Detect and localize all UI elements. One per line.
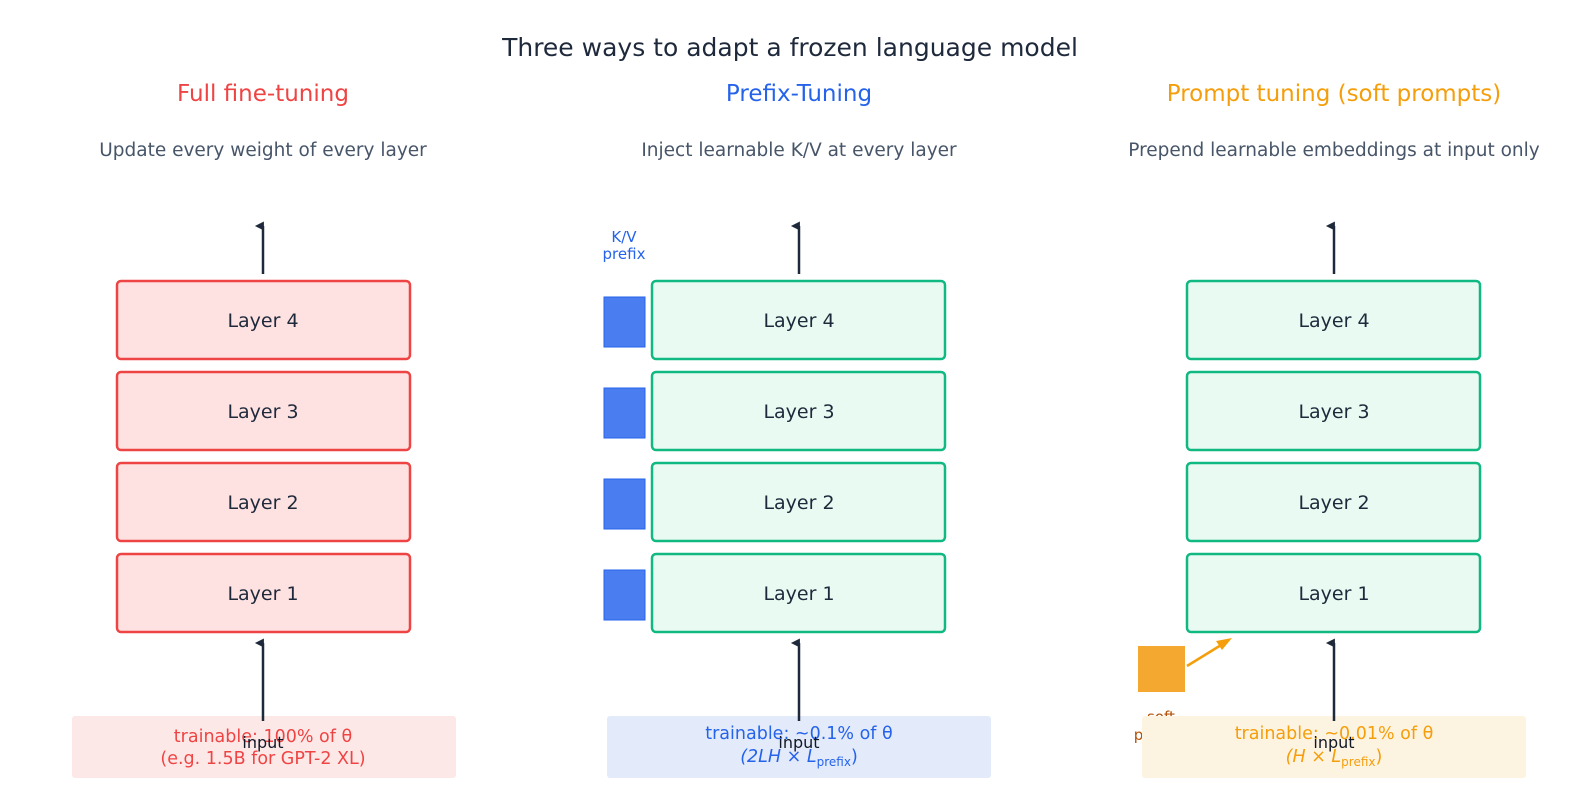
panel-title: Full fine-tuning xyxy=(177,81,349,107)
layer-label: Layer 2 xyxy=(1298,492,1369,514)
layer-label: Layer 1 xyxy=(227,583,298,605)
panel-subtitle: Prepend learnable embeddings at input on… xyxy=(1128,140,1539,161)
layer-box: Layer 2 xyxy=(650,461,947,543)
kv-prefix-block xyxy=(603,569,646,621)
stat-box xyxy=(1142,716,1526,778)
panel-full-fine-tuning: Full fine-tuning Update every weight of … xyxy=(72,81,456,778)
kv-prefix-block xyxy=(603,478,646,530)
kv-prefix-block xyxy=(603,387,646,439)
trainable-formula: (2LH × Lprefix) xyxy=(740,747,858,769)
layer-box: Layer 4 xyxy=(1185,279,1482,361)
layer-label: Layer 1 xyxy=(1298,583,1369,605)
layer-box: Layer 3 xyxy=(650,370,947,452)
layer-box: Layer 1 xyxy=(650,552,947,634)
kv-prefix-block xyxy=(603,296,646,348)
layer-box: Layer 2 xyxy=(1185,461,1482,543)
layer-label: Layer 3 xyxy=(763,401,834,423)
layer-box: Layer 1 xyxy=(1185,552,1482,634)
kv-prefix-label: prefix xyxy=(603,245,646,263)
soft-prompt-block xyxy=(1138,646,1185,692)
layer-label: Layer 4 xyxy=(1298,310,1369,332)
formula-main: (H × L xyxy=(1286,747,1342,767)
layer-box: Layer 1 xyxy=(115,552,412,634)
layer-label: Layer 4 xyxy=(763,310,834,332)
trainable-stat: trainable: ~0.1% of θ xyxy=(705,724,892,744)
layer-box: Layer 4 xyxy=(650,279,947,361)
formula-main: (2LH × L xyxy=(740,747,816,767)
layer-label: Layer 3 xyxy=(1298,401,1369,423)
layer-box: Layer 3 xyxy=(1185,370,1482,452)
trainable-stat: trainable: 100% of θ xyxy=(174,727,352,747)
layer-label: Layer 2 xyxy=(227,492,298,514)
layer-box: Layer 4 xyxy=(115,279,412,361)
stat-box xyxy=(607,716,991,778)
layer-label: Layer 4 xyxy=(227,310,298,332)
input-label: input xyxy=(778,733,819,752)
layer-label: Layer 1 xyxy=(763,583,834,605)
layer-label: Layer 3 xyxy=(227,401,298,423)
layer-box: Layer 2 xyxy=(115,461,412,543)
soft-prompt-arrowhead xyxy=(1216,638,1232,650)
panel-subtitle: Update every weight of every layer xyxy=(99,140,427,161)
panel-prompt-tuning: Prompt tuning (soft prompts) Prepend lea… xyxy=(1128,81,1540,778)
input-label: input xyxy=(1313,733,1354,752)
formula-end: ) xyxy=(1376,747,1383,767)
formula-end: ) xyxy=(851,747,858,767)
stat-box xyxy=(72,716,456,778)
layer-box: Layer 3 xyxy=(115,370,412,452)
trainable-formula: (H × Lprefix) xyxy=(1286,747,1383,769)
panel-title: Prefix-Tuning xyxy=(726,81,872,107)
input-label: input xyxy=(242,733,283,752)
diagram-title: Three ways to adapt a frozen language mo… xyxy=(501,33,1078,62)
panel-prefix-tuning: Prefix-Tuning Inject learnable K/V at ev… xyxy=(603,81,991,778)
formula-subscript: prefix xyxy=(1341,755,1375,769)
kv-prefix-label: K/V xyxy=(611,228,637,246)
layer-label: Layer 2 xyxy=(763,492,834,514)
trainable-stat: trainable: ~0.01% of θ xyxy=(1235,724,1434,744)
formula-subscript: prefix xyxy=(817,755,851,769)
panel-title: Prompt tuning (soft prompts) xyxy=(1167,81,1502,107)
panel-subtitle: Inject learnable K/V at every layer xyxy=(641,140,957,161)
trainable-example: (e.g. 1.5B for GPT-2 XL) xyxy=(160,749,365,769)
